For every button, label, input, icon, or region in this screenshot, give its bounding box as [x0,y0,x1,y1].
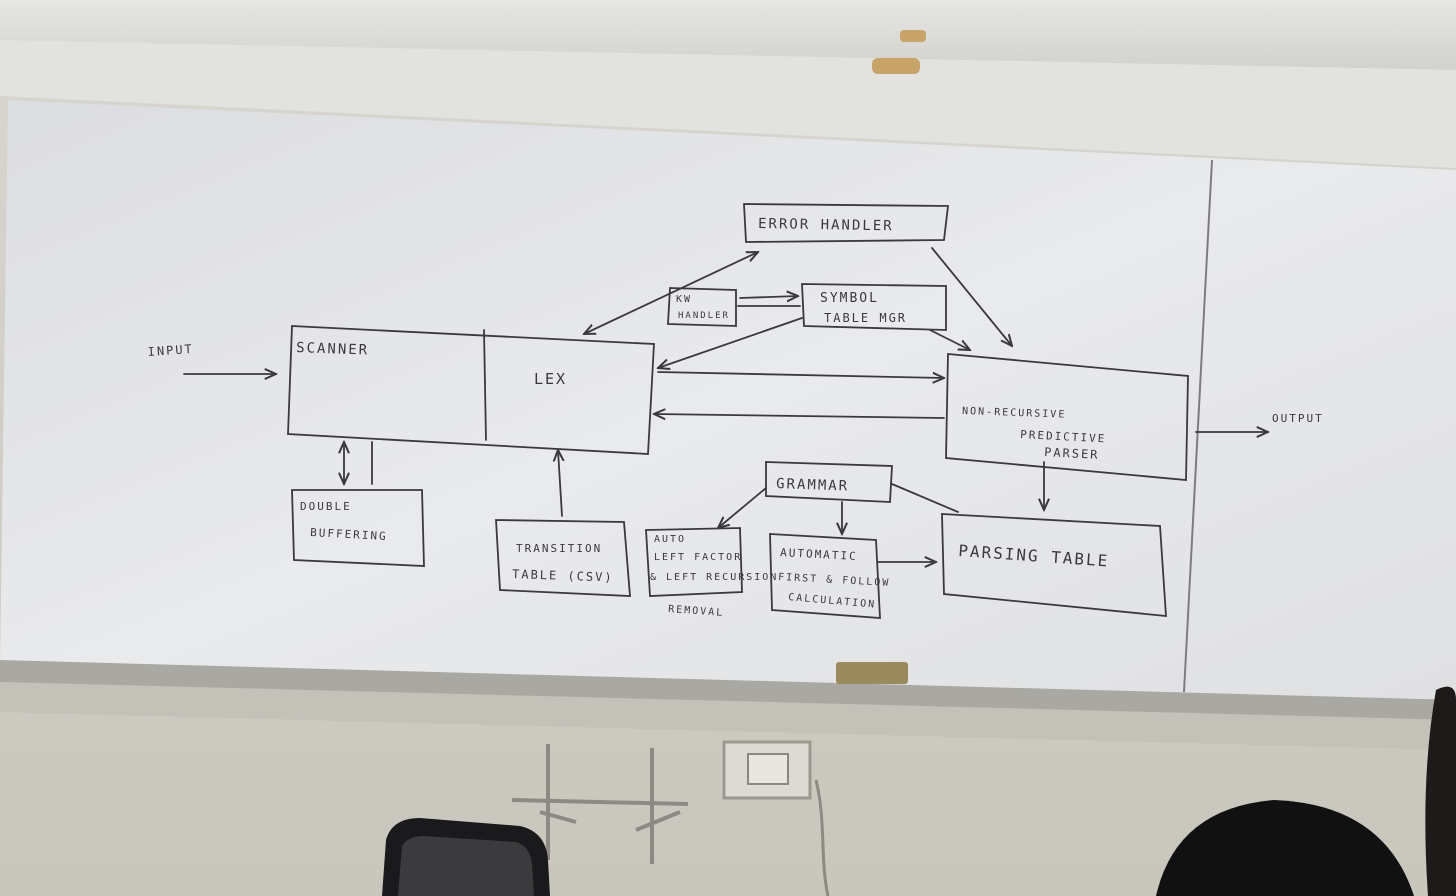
error-handler-box [743,203,950,243]
tray-shadow [0,682,1456,750]
parser-to-lex-arrow [654,414,945,418]
scanner-lex-box [287,325,655,455]
symbol-table-label-1: SYMBOL [820,291,879,306]
cable [814,779,830,896]
transition-table-label-2: TABLE (CSV) [512,567,614,585]
grammar-to-left-arrow [718,487,767,528]
eraser [836,662,908,684]
board-top-frame [0,40,1456,168]
auto-left-label-4: REMOVAL [668,604,725,619]
person-head [1156,800,1414,896]
auto-left-box [645,527,743,597]
error-handler-label: ERROR HANDLER [758,216,894,234]
person-hair [1425,686,1456,896]
diagram-labels: ERROR HANDLER KW HANDLER SYMBOL TABLE MG… [147,216,1324,619]
transition-table-box [495,519,631,597]
transition-to-lex-arrow [558,450,562,517]
double-buffering-label-1: DOUBLE [300,500,352,513]
error-to-scanner-arrow [584,252,758,334]
parser-box [945,353,1189,481]
auto-first-box [769,533,881,619]
ceiling [0,0,1456,70]
parser-label-3: PARSER [1044,445,1100,462]
whiteboard [0,100,1456,700]
transition-table-label-1: TRANSITION [516,542,602,555]
double-buffering-box [291,489,425,567]
symbol-table-box [801,283,947,331]
lex-to-parser-arrow [657,371,944,378]
double-buffering-label-2: BUFFERING [310,526,388,543]
chair-back-inner [398,836,534,896]
lex-label: LEX [534,370,567,388]
error-to-parser-arrow [931,247,1012,346]
auto-first-label-1: AUTOMATIC [780,546,858,563]
symbol-table-label-2: TABLE MGR [824,311,907,325]
kw-handler-label-2: HANDLER [678,311,730,321]
grammar-box [765,461,893,503]
kw-to-symbol-arrow [739,296,798,298]
output-label: OUTPUT [1272,412,1324,425]
grammar-label: GRAMMAR [776,476,850,495]
scanner-lex-divider [483,329,487,441]
auto-left-label-2: LEFT FACTOR [654,552,742,563]
wall-stain [900,30,926,42]
grammar-to-table-arrow [891,483,959,513]
board-seam [1183,159,1213,693]
auto-left-label-1: AUTO [654,534,686,545]
scanner-label: SCANNER [296,340,370,359]
compiler-diagram [183,203,1268,619]
marker-tray [0,660,1456,720]
parser-label-1: NON-RECURSIVE [962,406,1067,421]
parser-label-2: PREDICTIVE [1020,428,1107,445]
symbol-to-lex-arrow [658,317,803,368]
symbol-to-parser-arrow [929,329,970,350]
parsing-table-box [941,513,1167,618]
wall-stain [872,58,920,74]
auto-left-label-3: & LEFT RECURSION [650,572,778,583]
wall-fixtures [511,744,689,864]
socket-plate [747,753,789,785]
kw-handler-label-1: KW [676,294,692,305]
input-label: INPUT [147,342,194,359]
